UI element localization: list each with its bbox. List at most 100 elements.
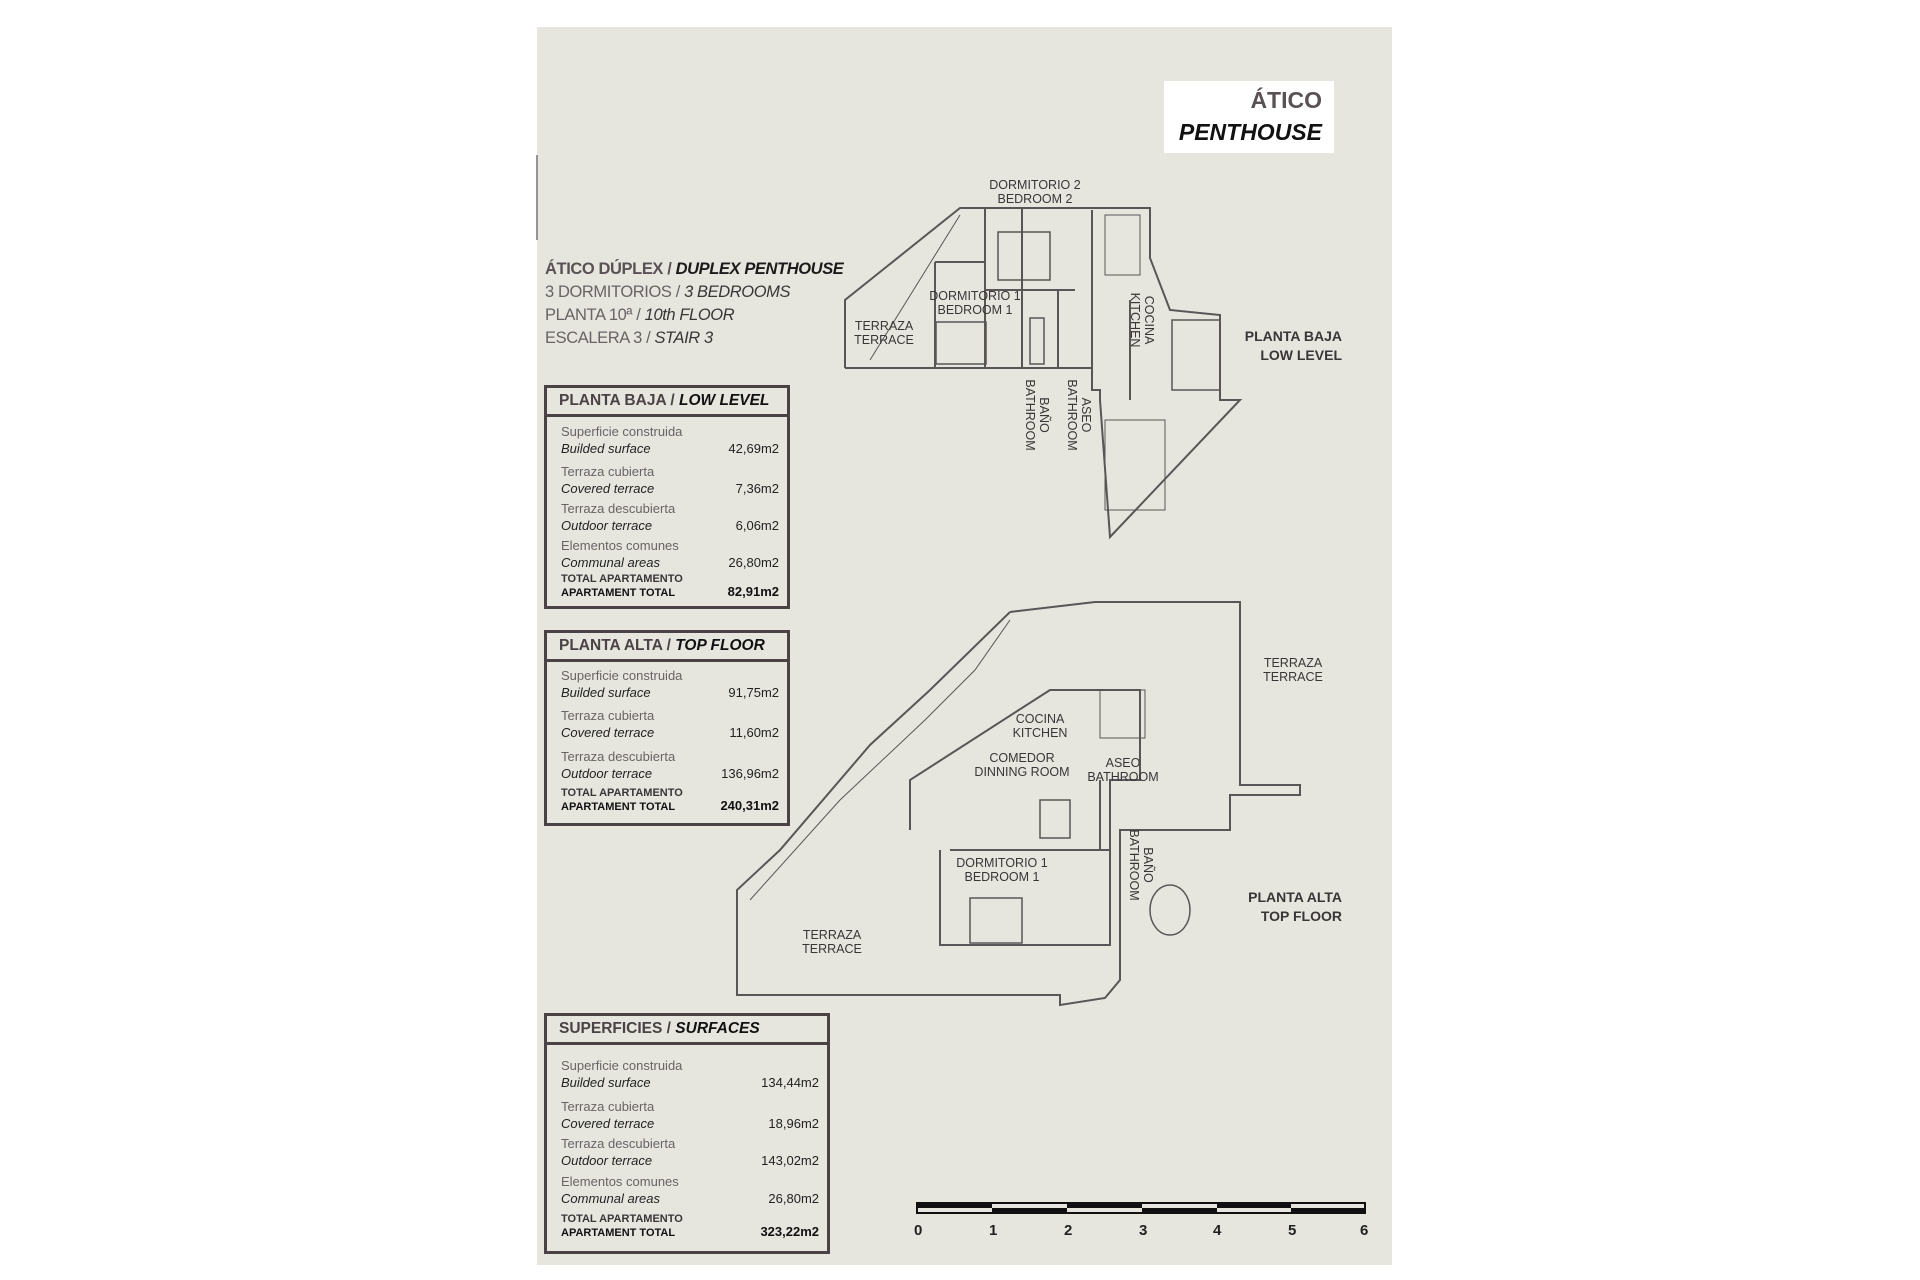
- plan-label: KITCHEN: [1013, 726, 1068, 740]
- property-summary: ÁTICO DÚPLEX / DUPLEX PENTHOUSE 3 DORMIT…: [545, 258, 844, 350]
- plan-label: COCINA: [1142, 296, 1156, 345]
- row-value: 42,69m2: [728, 441, 779, 456]
- plan-label: ASEO: [1106, 756, 1141, 770]
- scale-segment: [1142, 1208, 1217, 1213]
- low-level-label: PLANTA BAJA LOW LEVEL: [1200, 327, 1342, 365]
- header-en: SURFACES: [675, 1020, 760, 1037]
- beds-es: 3 DORMITORIOS: [545, 283, 672, 301]
- level-label-es: PLANTA ALTA: [1248, 889, 1342, 905]
- header-es: SUPERFICIES: [559, 1020, 663, 1037]
- level-label-en: LOW LEVEL: [1260, 347, 1342, 363]
- row-label-en: Covered terrace: [561, 481, 655, 496]
- scale-segment: [1217, 1203, 1291, 1208]
- title-english: PENTHOUSE: [1178, 119, 1322, 145]
- title-box: ÁTICO PENTHOUSE: [1164, 81, 1334, 153]
- low-level-plan: [844, 207, 1243, 540]
- header-en: TOP FLOOR: [675, 637, 765, 654]
- row-label-es: Elementos comunes: [561, 538, 679, 553]
- plan-label: BAÑO: [1141, 847, 1155, 883]
- type-es: ÁTICO DÚPLEX: [545, 260, 664, 278]
- plan-label: BEDROOM 2: [997, 192, 1072, 206]
- low-level-header: PLANTA BAJA / LOW LEVEL: [547, 388, 787, 417]
- top-floor-room-labels: TERRAZA TERRACE COCINA KITCHEN COMEDOR D…: [802, 656, 1323, 956]
- row-label-en: Outdoor terrace: [561, 1153, 653, 1168]
- total-row: TOTAL APARTAMENTO APARTAMENT TOTAL 82,91m2: [561, 573, 779, 599]
- row-label-en: Communal areas: [561, 555, 660, 570]
- sep: /: [666, 392, 679, 409]
- row-value: 26,80m2: [728, 555, 779, 570]
- bed-1: [935, 321, 987, 365]
- bedrooms-line: 3 DORMITORIOS / 3 BEDROOMS: [545, 281, 843, 304]
- stair-en: STAIR 3: [654, 329, 713, 347]
- row-value: 134,44m2: [761, 1075, 819, 1090]
- row-label-en: Outdoor terrace: [561, 518, 653, 533]
- scale-tick: 1: [989, 1222, 998, 1239]
- stairs-upper: [1104, 214, 1141, 276]
- scale-tick: 4: [1213, 1222, 1222, 1239]
- sep: /: [632, 306, 645, 324]
- plan-label: TERRACE: [854, 333, 914, 347]
- row-label-en: Builded surface: [561, 1075, 651, 1090]
- total-label-es: TOTAL APARTAMENTO: [561, 1213, 683, 1225]
- plan-label: DINNING ROOM: [974, 765, 1069, 779]
- row-label-en: Builded surface: [561, 441, 651, 456]
- total-label-en: APARTAMENT TOTAL: [561, 1227, 676, 1239]
- floor-line: PLANTA 10ª / 10th FLOOR: [545, 304, 843, 327]
- row-label-es: Superficie construida: [561, 1058, 683, 1073]
- plan-label: BATHROOM: [1065, 379, 1079, 450]
- dining-table: [1039, 799, 1071, 839]
- plan-label: TERRACE: [802, 942, 862, 956]
- scale-tick: 0: [914, 1222, 923, 1239]
- type-en: DUPLEX PENTHOUSE: [675, 260, 844, 278]
- type-line: ÁTICO DÚPLEX / DUPLEX PENTHOUSE: [545, 258, 844, 281]
- total-value: 82,91m2: [727, 584, 779, 599]
- sep: /: [671, 283, 685, 301]
- stairs: [1099, 689, 1146, 739]
- plan-label: COMEDOR: [989, 751, 1054, 765]
- plan-label: BATHROOM: [1087, 770, 1158, 784]
- plan-label: DORMITORIO 1: [929, 289, 1020, 303]
- sep: /: [662, 637, 676, 654]
- scale-segment: [1067, 1203, 1142, 1208]
- level-label-en: TOP FLOOR: [1260, 908, 1342, 924]
- row-value: 11,60m2: [729, 725, 779, 740]
- total-label-en: APARTAMENT TOTAL: [561, 587, 676, 599]
- scale-segment: [917, 1203, 992, 1208]
- scale-tick: 2: [1064, 1222, 1073, 1239]
- title-spanish: ÁTICO: [1250, 87, 1322, 113]
- kitchen-unit: [1171, 319, 1221, 391]
- plan-label: TERRAZA: [855, 319, 914, 333]
- plan-label: BAÑO: [1037, 397, 1051, 433]
- sep: /: [662, 1020, 676, 1037]
- row-label-en: Communal areas: [561, 1191, 660, 1206]
- plan-label: DORMITORIO 2: [989, 178, 1080, 192]
- row-label-es: Superficie construida: [561, 424, 683, 439]
- top-floor-table: PLANTA ALTA / TOP FLOOR Superficie const…: [544, 630, 790, 826]
- plan-label: TERRAZA: [803, 928, 862, 942]
- header-es: PLANTA ALTA: [559, 637, 663, 654]
- interior-wall: [909, 689, 1141, 946]
- bed: [969, 897, 1023, 944]
- row-label-en: Covered terrace: [561, 1116, 655, 1131]
- stairs-lower: [1104, 419, 1166, 511]
- low-level-table: PLANTA BAJA / LOW LEVEL Superficie const…: [544, 385, 790, 609]
- divider-line: [536, 155, 538, 240]
- row-label-en: Covered terrace: [561, 725, 655, 740]
- total-value: 323,22m2: [760, 1224, 819, 1239]
- row-value: 143,02m2: [761, 1153, 819, 1168]
- scale-segment: [992, 1208, 1067, 1213]
- floor-es: PLANTA 10ª: [545, 306, 633, 324]
- total-label-es: TOTAL APARTAMENTO: [561, 573, 683, 585]
- low-level-outline: [844, 207, 1243, 540]
- plan-label: BATHROOM: [1023, 379, 1037, 450]
- scale-tick: 5: [1288, 1222, 1297, 1239]
